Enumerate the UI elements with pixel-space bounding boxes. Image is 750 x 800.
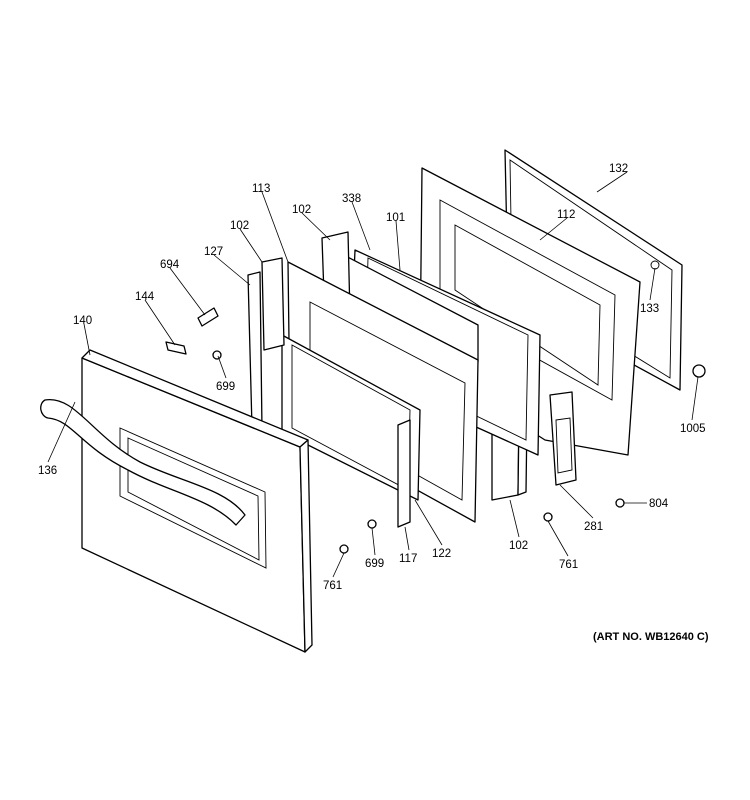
callout-699-left: 699 — [216, 381, 235, 393]
callout-140: 140 — [73, 315, 92, 327]
callout-102-bottom: 102 — [509, 540, 528, 552]
callout-113: 113 — [252, 183, 270, 195]
part-136-door-handle — [40, 399, 246, 526]
part-281-hinge — [549, 391, 577, 486]
callout-338: 338 — [342, 193, 361, 205]
callout-1005: 1005 — [680, 423, 706, 435]
callout-112: 112 — [557, 209, 575, 221]
part-694-screw — [197, 307, 219, 327]
part-127-left-bracket — [247, 271, 263, 431]
callout-132: 132 — [609, 163, 628, 175]
part-144-clip — [165, 341, 187, 355]
callout-281: 281 — [584, 521, 603, 533]
callout-117: 117 — [399, 553, 417, 565]
callout-122: 122 — [432, 548, 451, 560]
callout-101: 101 — [386, 212, 405, 224]
part-699-screw-left — [212, 350, 222, 360]
callout-699-bottom: 699 — [365, 558, 384, 570]
callout-694: 694 — [160, 259, 180, 271]
callout-102-left: 102 — [230, 220, 249, 232]
part-1005-bumper — [692, 364, 706, 378]
art-number: (ART NO. WB12640 C) — [593, 631, 709, 643]
callout-144: 144 — [135, 291, 155, 303]
part-140-outer-door-panel — [81, 349, 313, 653]
callout-804: 804 — [649, 498, 669, 510]
callout-136: 136 — [38, 465, 57, 477]
callout-761-left: 761 — [323, 580, 342, 592]
leader-lines — [47, 171, 699, 578]
part-102-insulation-left — [261, 257, 285, 351]
callout-133: 133 — [640, 303, 659, 315]
callout-761-right: 761 — [559, 559, 578, 571]
callout-102-top: 102 — [292, 204, 311, 216]
part-117-side-bracket — [397, 419, 411, 528]
callout-127: 127 — [204, 246, 223, 258]
part-699-screw-bottom — [367, 519, 377, 529]
part-761-screw-left — [339, 544, 349, 554]
part-804-screw — [615, 498, 625, 508]
part-761-screw-right — [543, 512, 553, 522]
